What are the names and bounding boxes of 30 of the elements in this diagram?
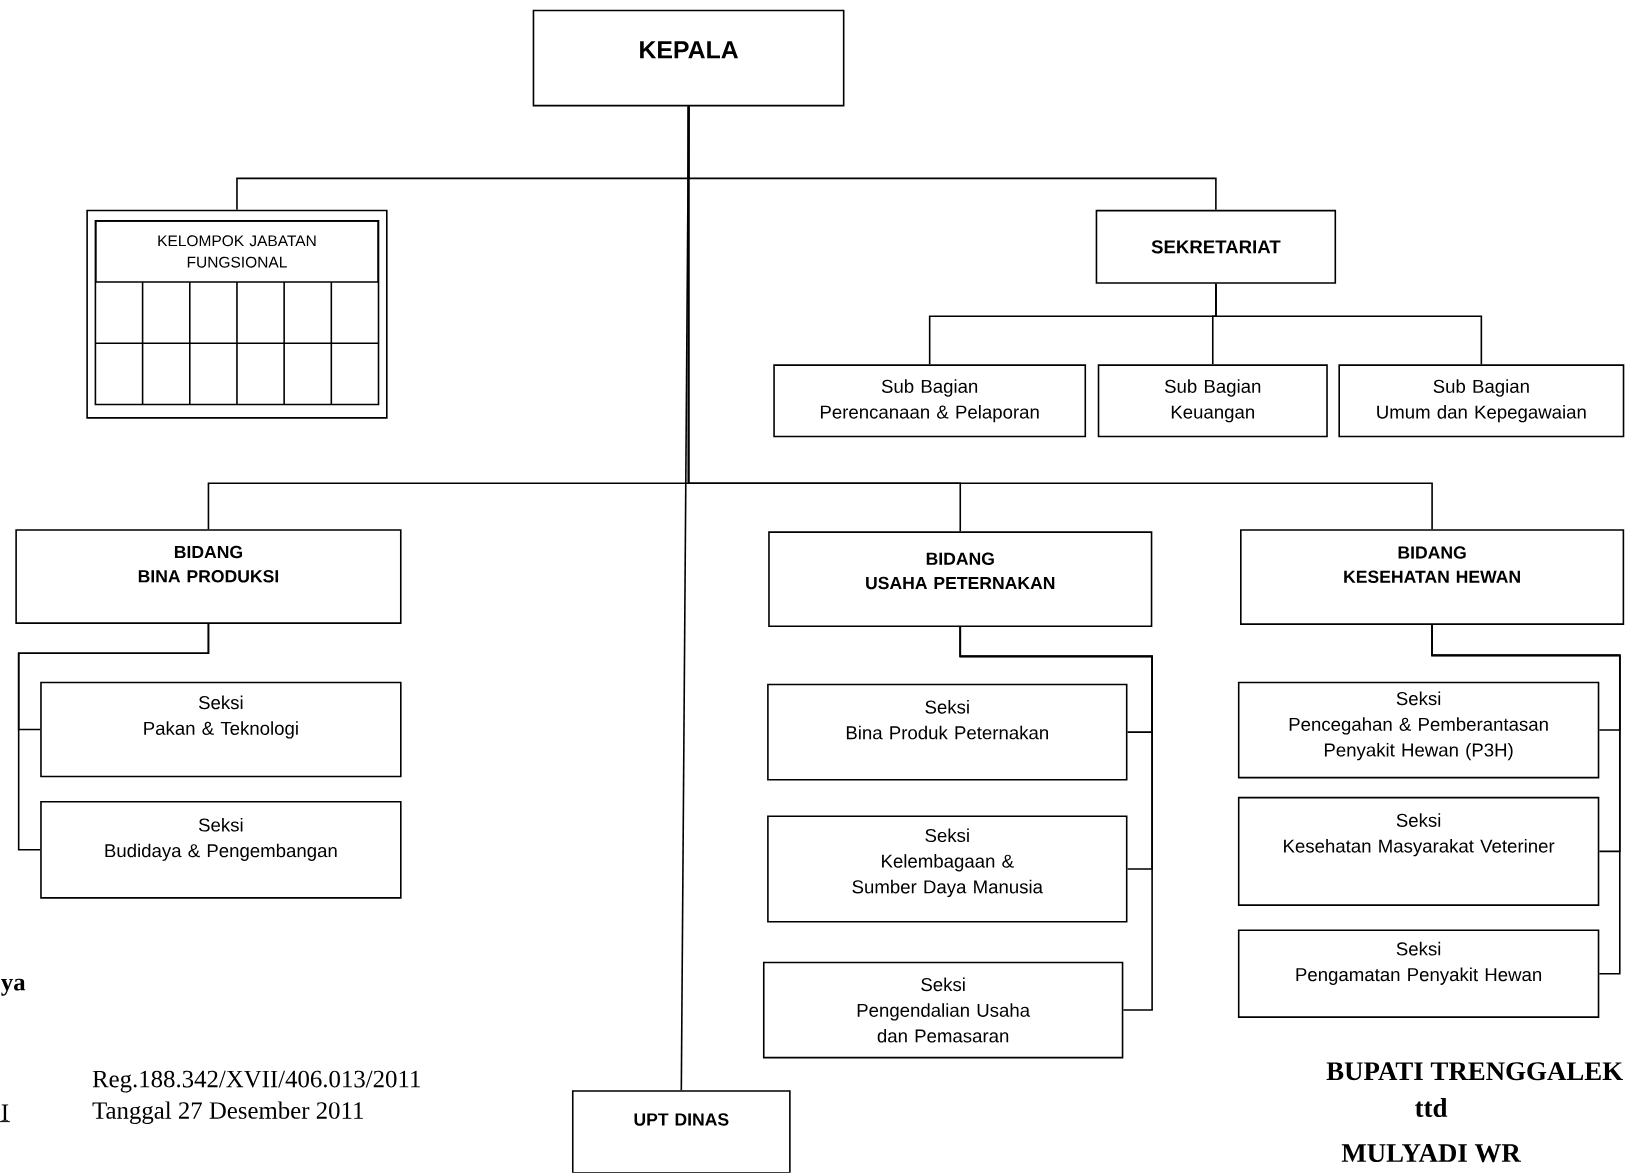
org-box: BIDANG USAHA PETERNAKAN [768,531,1153,628]
signature-text: MULYADI WR [1341,1144,1521,1163]
register-number: Reg.188.342/XVII/406.013/2011 [92,1070,420,1093]
org-box: Seksi Pengendalian Usaha dan Pemasaran [762,961,1124,1059]
org-box: Seksi Pengamatan Penyakit Hewan [1237,929,1600,1019]
connector-line [1431,624,1621,975]
signature-text: ttd [1415,1098,1448,1118]
org-box: Seksi Bina Produk Peternakan [767,683,1128,781]
signature-text: ya [1,978,26,996]
org-box: Seksi Kesehatan Masyarakat Veteriner [1237,796,1600,906]
org-box: KEPALA [532,9,845,107]
org-box: BIDANG KESEHATAN HEWAN [1240,529,1625,625]
signature-text: I [0,1104,11,1123]
org-box: SEKRETARIAT [1095,209,1337,284]
connector-line [17,623,210,851]
org-box: Seksi Budidaya & Pengembangan [40,801,402,899]
org-box: Sub Bagian Perencanaan & Pelaporan [773,364,1087,438]
org-box: Sub Bagian Keuangan [1097,364,1328,438]
org-box: BIDANG BINA PRODUKSI [15,529,402,624]
org-box: Seksi Kelembagaan & Sumber Daya Manusia [767,815,1128,923]
connector-line [1215,283,1483,366]
connector-line [959,626,1153,1011]
date-text: Tanggal 27 Desember 2011 [92,1101,363,1125]
connector-line [680,105,690,1092]
org-box: UPT DINAS [571,1090,791,1173]
org-box: Seksi Pakan & Teknologi [40,681,402,778]
job-group-table: KELOMPOK JABATAN FUNGSIONAL [86,209,388,419]
org-box: Sub Bagian Umum dan Kepegawaian [1338,364,1625,438]
signature-text: BUPATI TRENGGALEK [1326,1062,1623,1081]
org-box: Seksi Pencegahan & Pemberantasan Penyakit Hewan (P3H) [1237,681,1600,779]
